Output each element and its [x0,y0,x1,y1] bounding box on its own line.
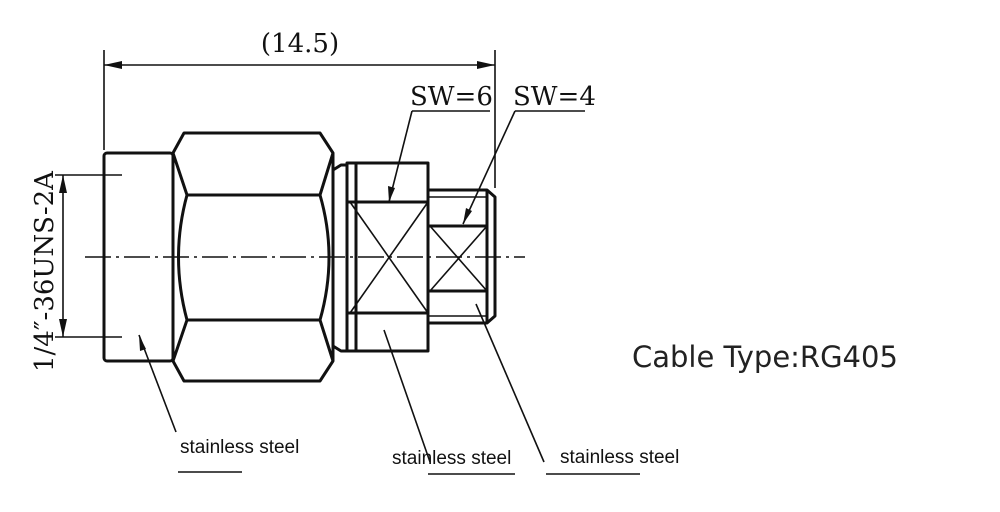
thread-dimension: 1/4″-36UNS-2A [30,170,122,372]
sw6-callout: SW=6 [388,82,493,203]
sw6-label: SW=6 [410,82,493,112]
sw4-callout: SW=4 [462,82,596,225]
material-leaders [138,303,640,475]
collar-ring [331,163,349,353]
material-label-sw6: stainless steel [392,448,512,469]
thread-spec: 1/4″-36UNS-2A [30,170,60,372]
hex-nut [171,131,335,383]
length-value: (14.5) [261,29,339,59]
cable-type: Cable Type:RG405 [632,340,898,374]
sw4-flats [428,188,497,325]
sw4-label: SW=4 [513,82,596,112]
sw6-flats [345,161,430,353]
material-label-body: stainless steel [180,437,300,458]
length-dimension: (14.5) [103,29,496,188]
material-label-sw4: stainless steel [560,447,680,468]
